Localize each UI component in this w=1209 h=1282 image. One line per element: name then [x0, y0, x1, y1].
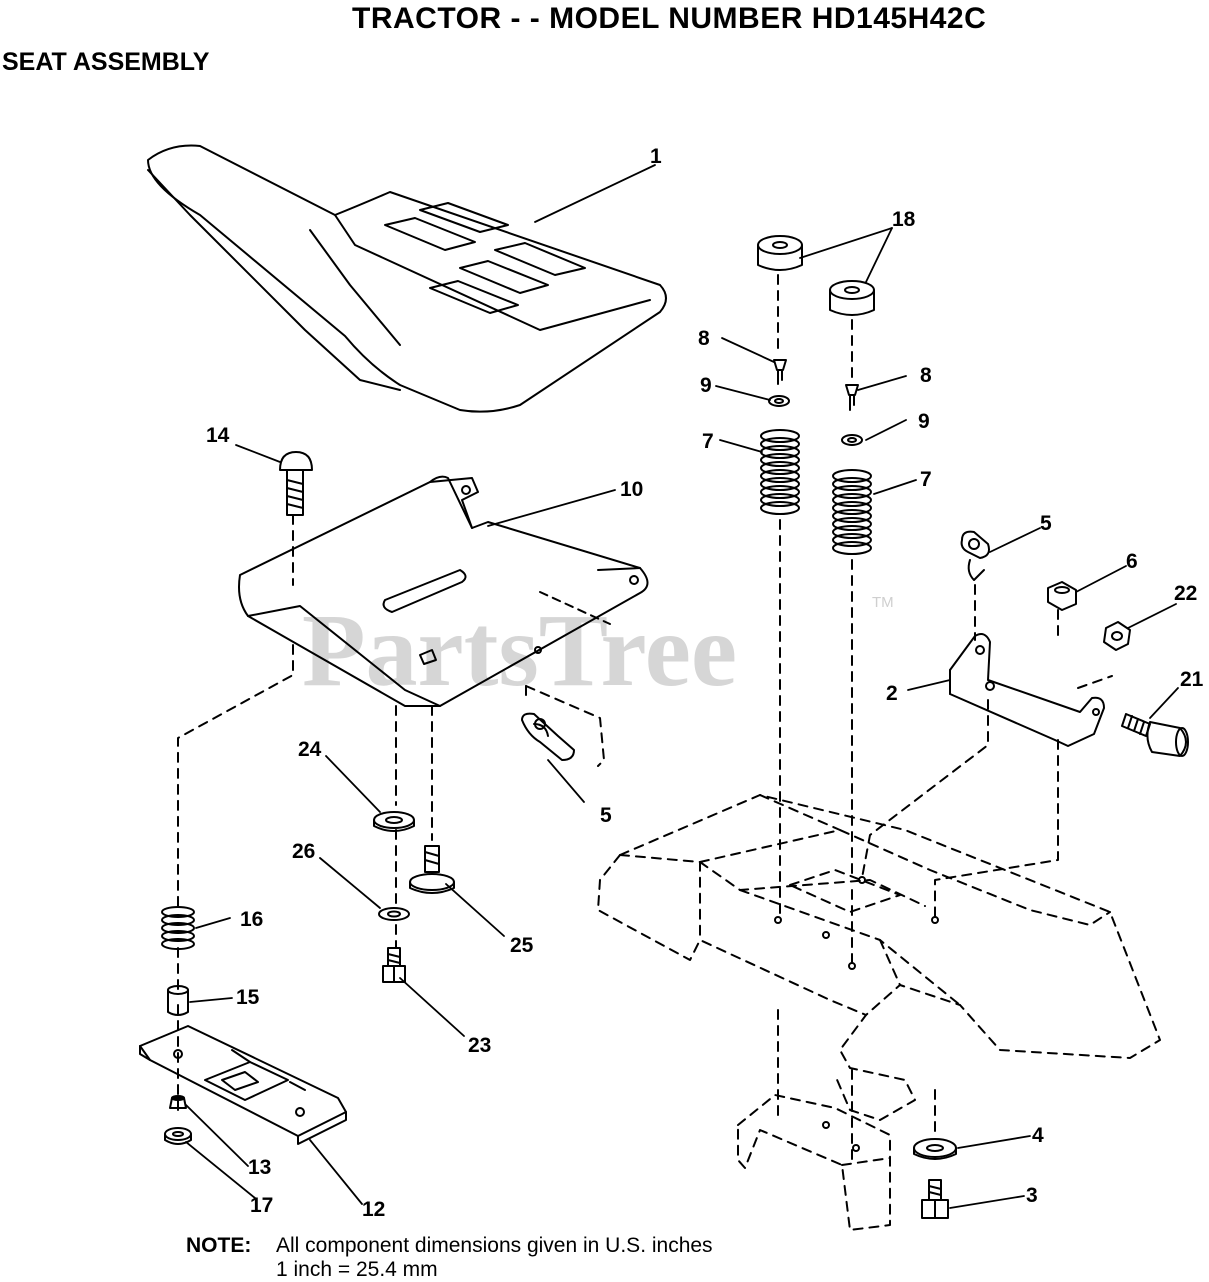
- callout-5a: 5: [600, 804, 612, 827]
- callout-24: 24: [298, 738, 322, 761]
- callout-labels: 1 18 8 8 9 9 7 7 14 10 5 6 22 2 21 24 5 …: [206, 145, 1204, 1221]
- washer-part-26: [378, 907, 410, 921]
- washer-part-24: [373, 811, 415, 832]
- frame-holes: [774, 876, 939, 1152]
- callout-25: 25: [510, 934, 534, 957]
- callout-10: 10: [620, 478, 643, 501]
- clip-part-5a: [521, 712, 575, 761]
- spacer-part-18b: [829, 280, 875, 316]
- callout-6: 6: [1126, 550, 1138, 573]
- callout-1: 1: [650, 145, 662, 168]
- callout-9a: 9: [700, 374, 712, 397]
- callout-21: 21: [1180, 668, 1204, 691]
- note-line-2: 1 inch = 25.4 mm: [276, 1258, 438, 1281]
- tractor-frame-outline: [597, 794, 1161, 1231]
- callout-5b: 5: [1040, 512, 1052, 535]
- spring-part-16: [161, 906, 195, 950]
- spring-part-7a: [760, 429, 800, 515]
- pin-part-8b: [845, 384, 859, 411]
- watermark-text: PartsTree: [302, 593, 737, 708]
- seat-part-1: [147, 144, 667, 413]
- dashed-guides-right: [777, 274, 1113, 1161]
- callout-16: 16: [240, 908, 263, 931]
- footnote: NOTE: All component dimensions given in U…: [186, 1234, 713, 1282]
- watermark-tm: TM: [872, 594, 894, 611]
- washer-part-17: [164, 1127, 192, 1145]
- hex-bolt-part-3: [921, 1179, 949, 1219]
- section-title: SEAT ASSEMBLY: [2, 48, 210, 76]
- shoulder-bolt-part-21: [1121, 713, 1189, 757]
- callout-18: 18: [892, 208, 916, 231]
- callout-26: 26: [292, 840, 315, 863]
- bushing-part-15: [167, 985, 189, 1016]
- note-line-1: All component dimensions given in U.S. i…: [276, 1234, 713, 1257]
- carriage-bolt-part-14: [279, 451, 313, 516]
- pin-part-8a: [773, 359, 787, 385]
- callout-17: 17: [250, 1194, 273, 1217]
- callout-12: 12: [362, 1198, 385, 1221]
- callout-7b: 7: [920, 468, 932, 491]
- nut-part-13: [169, 1095, 187, 1109]
- shoulder-bolt-part-25: [409, 845, 455, 894]
- nut-part-6: [1047, 581, 1077, 611]
- bracket-plate-part-12: [139, 1025, 347, 1145]
- callout-23: 23: [468, 1034, 491, 1057]
- hex-bolt-part-23: [382, 947, 406, 983]
- nut-part-22: [1103, 621, 1131, 651]
- note-label: NOTE:: [186, 1234, 252, 1257]
- callout-8a: 8: [698, 327, 710, 350]
- callout-2: 2: [886, 682, 898, 705]
- spacer-part-18a: [757, 235, 803, 271]
- leader-lines: [185, 164, 1179, 1209]
- callout-9b: 9: [918, 410, 930, 433]
- seat-pan-part-10: [238, 475, 649, 707]
- callout-22: 22: [1174, 582, 1197, 605]
- callout-7a: 7: [702, 430, 714, 453]
- washer-part-9b: [841, 434, 863, 446]
- callout-15: 15: [236, 986, 260, 1009]
- page-title: TRACTOR - - MODEL NUMBER HD145H42C: [352, 2, 987, 35]
- dashed-guides-left: [177, 514, 605, 1116]
- spring-part-7b: [832, 469, 872, 555]
- callout-3: 3: [1026, 1184, 1038, 1207]
- callout-4: 4: [1032, 1124, 1044, 1147]
- bracket-part-2: [949, 633, 1105, 747]
- callout-14: 14: [206, 424, 230, 447]
- washer-part-4: [913, 1138, 957, 1160]
- callout-8b: 8: [920, 364, 932, 387]
- callout-13: 13: [248, 1156, 271, 1179]
- clip-part-5b: [960, 530, 990, 581]
- washer-part-9a: [768, 395, 790, 407]
